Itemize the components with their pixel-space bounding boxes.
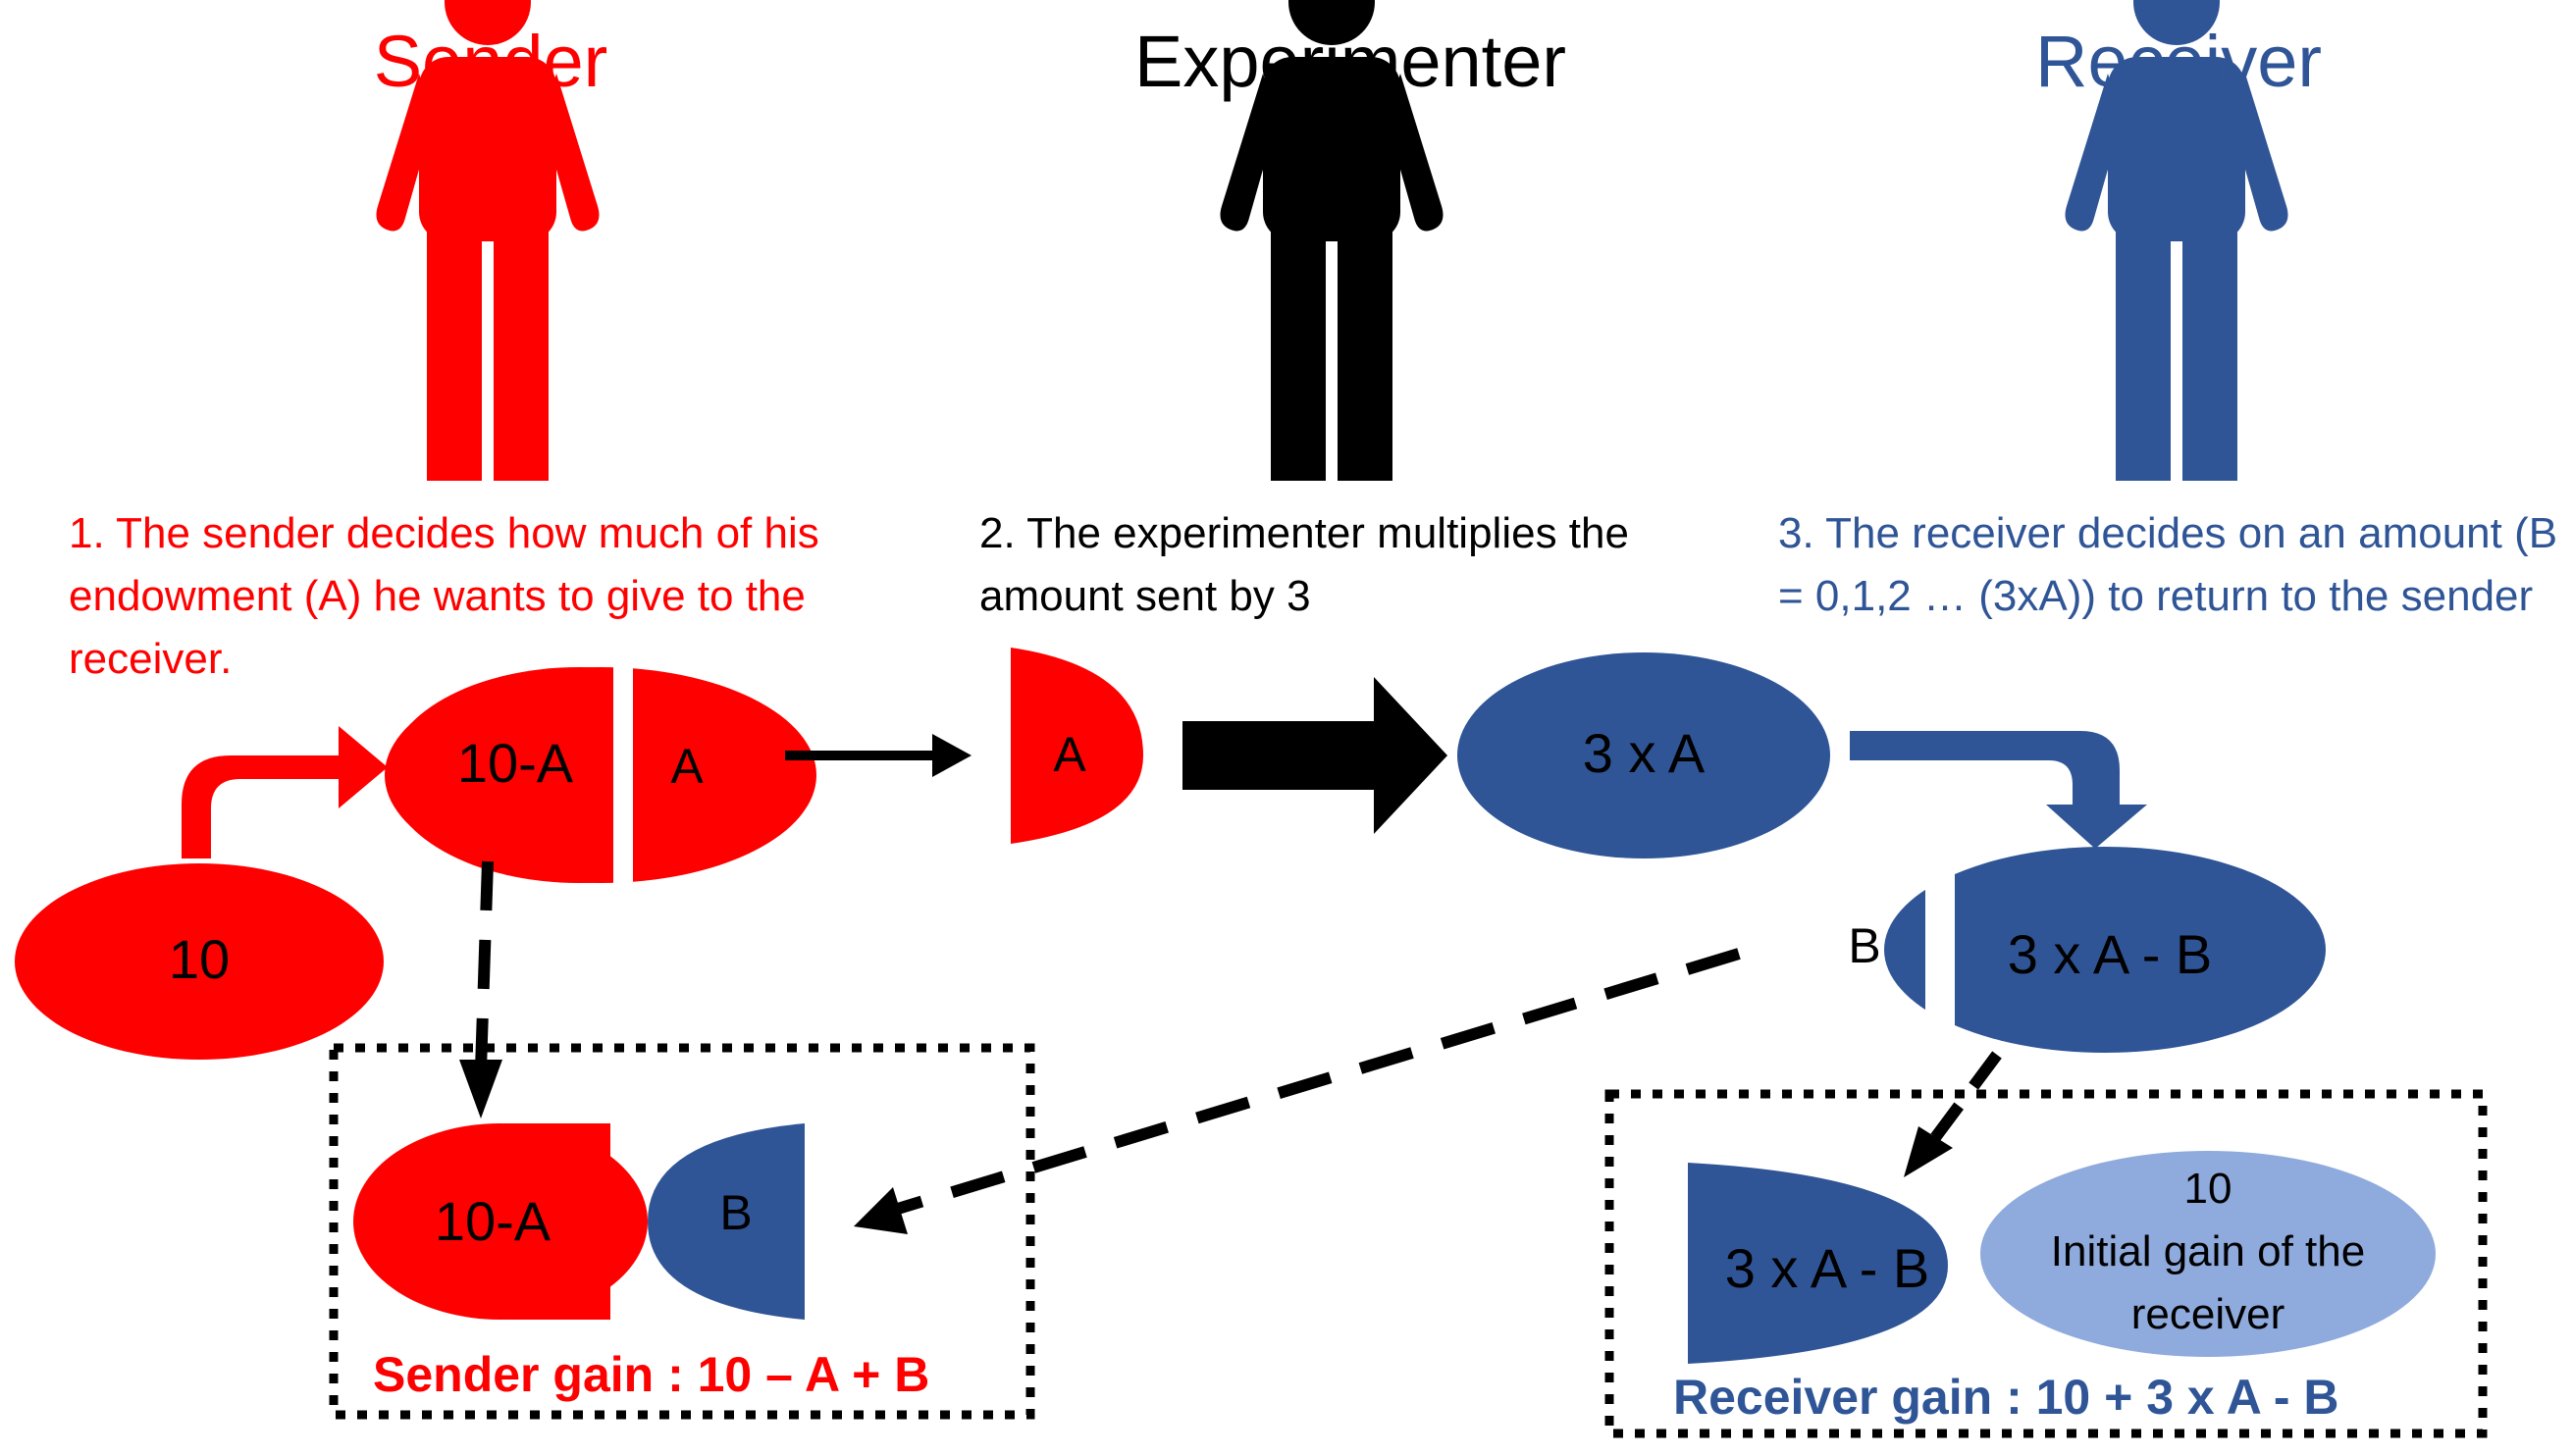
sender-box-kept-ellipse	[353, 1123, 648, 1320]
sent-copy-label: A	[1053, 727, 1086, 782]
initial-gain-label: 10 Initial gain of the receiver	[2050, 1165, 2366, 1338]
step-2-text: 2. The experimenter multiplies the amoun…	[979, 509, 1629, 620]
returned-label: B	[1848, 918, 1881, 973]
receiver-kept-label: 3 x A - B	[2007, 923, 2213, 985]
receiver-title: Receiver	[2035, 21, 2322, 102]
kept-token	[388, 667, 770, 883]
sender-title: Sender	[373, 21, 608, 102]
sender-kept-dashed-arrow	[459, 860, 502, 1118]
sent-half-token	[1011, 648, 1143, 844]
receiver-split-gap	[1925, 839, 1955, 1065]
sender-gain-label: Sender gain : 10 – A + B	[373, 1347, 930, 1402]
experimenter-title: Experimenter	[1133, 21, 1567, 102]
receiver-box-kept-label: 3 x A - B	[1724, 1237, 1930, 1299]
receiver-box-kept-token	[1688, 1163, 1948, 1364]
step-3-text: 3. The receiver decides on an amount (B …	[1778, 509, 2558, 620]
kept-label: 10-A	[456, 732, 574, 794]
sender-box-returned-label: B	[719, 1185, 753, 1240]
multiply-arrow	[1182, 677, 1447, 834]
receiver-split-token	[1884, 847, 2326, 1053]
split-gap	[613, 652, 633, 898]
sent-label: A	[670, 739, 704, 794]
step-1-text: 1. The sender decides how much of his en…	[69, 509, 819, 683]
receiver-gain-label: Receiver gain : 10 + 3 x A - B	[1673, 1370, 2339, 1425]
receiver-bent-arrow	[1850, 731, 2147, 849]
initial-gain-token	[1980, 1151, 2436, 1357]
sender-box-returned-token	[648, 1123, 805, 1320]
endowment-token	[15, 863, 384, 1060]
endowment-split-arrow	[182, 726, 388, 858]
receiver-kept-dashed-arrow	[1904, 1051, 2002, 1177]
send-arrow	[785, 734, 971, 777]
endowment-label: 10	[168, 928, 231, 990]
receiver-gain-box	[1604, 1089, 2488, 1438]
sender-gain-box	[329, 1043, 1035, 1420]
multiplied-label: 3 x A	[1582, 722, 1706, 784]
return-dashed-arrow	[854, 948, 1741, 1234]
sender-box-kept-label: 10-A	[434, 1190, 551, 1252]
multiplied-token	[1457, 652, 1830, 858]
